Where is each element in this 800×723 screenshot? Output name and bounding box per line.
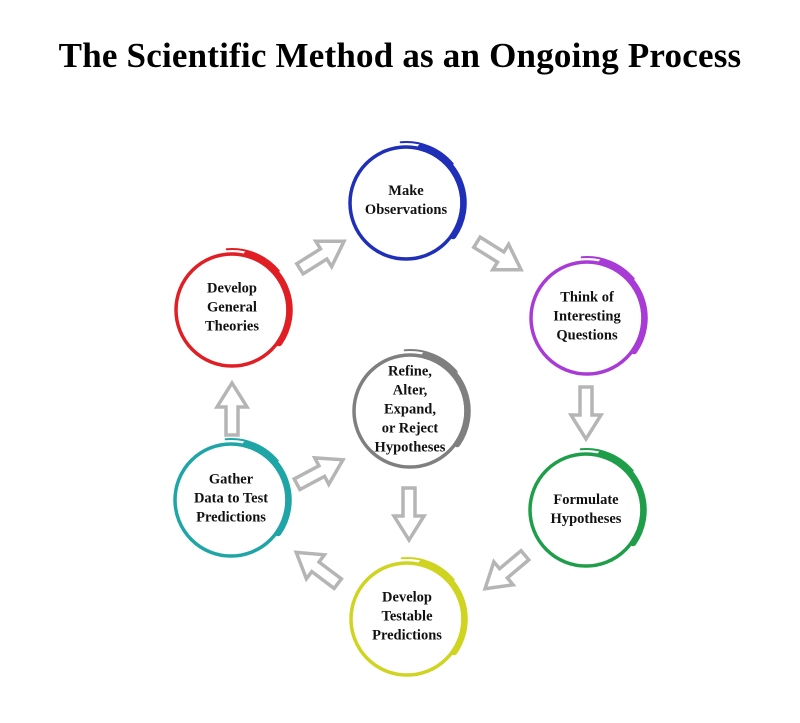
- node-text-line: Refine,: [388, 363, 432, 380]
- node-develop-general-theories: Develop General Theories: [205, 280, 259, 337]
- arrow-questions-to-hypotheses: [567, 385, 605, 443]
- node-text-line: Make: [388, 183, 424, 199]
- node-refine-hypotheses: Refine, Alter, Expand, or Reject Hypothe…: [375, 363, 446, 458]
- ring-think-of-questions-tail: [580, 256, 635, 280]
- node-develop-testable-predictions: Develop Testable Predictions: [372, 589, 442, 646]
- diagram-title: The Scientific Method as an Ongoing Proc…: [58, 36, 742, 75]
- ring-develop-general-theories: [174, 248, 293, 368]
- ring-refine-hypotheses-tail: [403, 349, 458, 373]
- ring-think-of-questions-sweep: [598, 259, 648, 355]
- node-text-line: Data to Test: [193, 490, 269, 507]
- node-make-observations: Make Observations: [365, 182, 447, 220]
- arrows-layer: [213, 234, 605, 591]
- node-think-of-questions: Think of Interesting Questions: [553, 289, 620, 346]
- node-text-line: Predictions: [196, 509, 266, 526]
- node-text-line: General: [207, 299, 257, 316]
- ring-formulate-hypotheses-tail: [579, 448, 634, 472]
- rings-layer: [173, 141, 648, 677]
- ring-gather-data-sweep: [242, 441, 292, 537]
- node-text-line: Testable: [381, 608, 433, 625]
- ring-make-observations-tail: [399, 141, 454, 165]
- ring-develop-testable-predictions-tail: [400, 557, 455, 581]
- node-text-line: Alter,: [392, 382, 428, 399]
- arrow-gather-to-theories: [213, 379, 251, 437]
- arrow-gather-to-refine: [291, 455, 346, 492]
- arrow-theories-to-observations: [294, 239, 347, 277]
- node-text-line: Develop: [207, 280, 257, 297]
- node-gather-data: Gather Data to Test Predictions: [194, 471, 268, 528]
- ring-gather-data-tail: [224, 438, 279, 462]
- node-text-line: Hypotheses: [374, 439, 446, 456]
- node-text-line: Theories: [205, 318, 259, 335]
- arrow-predictions-to-gather: [293, 550, 344, 591]
- arrow-hypotheses-to-predictions: [482, 548, 532, 591]
- node-text-line: Think of: [560, 289, 614, 306]
- ring-make-observations: [348, 141, 467, 261]
- node-text-line: Predictions: [372, 627, 442, 644]
- ring-develop-general-theories-sweep: [243, 251, 293, 347]
- ring-develop-general-theories-tail: [225, 248, 280, 272]
- node-formulate-hypotheses: Formulate Hypotheses: [551, 491, 622, 529]
- node-text-line: or Reject: [381, 420, 439, 437]
- ring-formulate-hypotheses: [528, 448, 647, 568]
- node-text-line: Observations: [364, 202, 448, 218]
- ring-formulate-hypotheses-sweep: [597, 451, 647, 547]
- ring-refine-hypotheses: [352, 349, 471, 469]
- node-text-line: Interesting: [553, 308, 621, 325]
- ring-think-of-questions: [529, 256, 648, 376]
- node-text-line: Formulate: [553, 492, 619, 508]
- ring-make-observations-sweep: [417, 144, 467, 240]
- ring-develop-testable-predictions: [349, 557, 468, 677]
- arrow-refine-to-predictions: [390, 486, 428, 544]
- ring-refine-hypotheses-sweep: [421, 352, 471, 448]
- node-text-line: Develop: [382, 589, 432, 606]
- ring-gather-data: [173, 438, 292, 558]
- node-text-line: Gather: [208, 471, 254, 488]
- node-text-line: Hypotheses: [550, 511, 622, 527]
- ring-develop-testable-predictions-sweep: [418, 560, 468, 656]
- node-text-line: Expand,: [384, 401, 436, 418]
- arrow-observations-to-questions: [471, 234, 524, 272]
- node-text-line: Questions: [556, 327, 618, 344]
